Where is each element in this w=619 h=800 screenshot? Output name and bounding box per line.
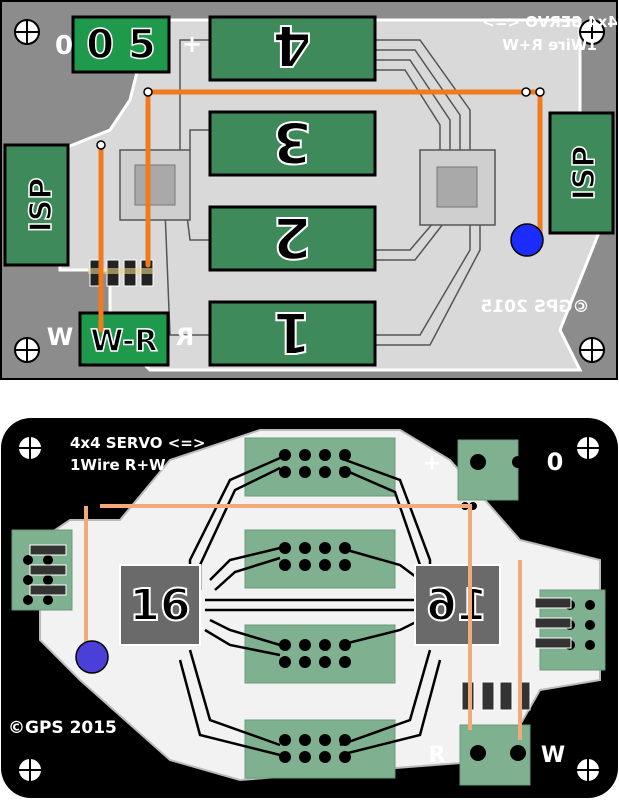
top-pad-wr: W-R bbox=[78, 311, 170, 367]
pad-05-label: 0 5 bbox=[86, 22, 156, 68]
top-title-line2: 1Wire R+W bbox=[502, 36, 598, 54]
bottom-pad-plus-label: + bbox=[423, 451, 441, 476]
bottom-pad-0-label: 0 bbox=[547, 448, 564, 476]
bottom-chip-right: 16 bbox=[414, 564, 501, 646]
bottom-wires bbox=[84, 504, 522, 740]
top-connector-4: 4 bbox=[208, 11, 377, 82]
bottom-led-dot bbox=[75, 640, 109, 674]
bottom-traces bbox=[178, 456, 442, 757]
top-copyright-mirrored: ©GPS 2015 bbox=[481, 297, 590, 317]
bottom-header-pins bbox=[23, 449, 595, 763]
bottom-mount-holes bbox=[17, 435, 601, 783]
top-isp-right: ISP bbox=[548, 111, 615, 235]
top-mount-holes bbox=[14, 19, 605, 363]
isp-right-label: ISP bbox=[567, 146, 602, 201]
bottom-pad-w-label: W bbox=[541, 743, 565, 768]
bottom-pad-r-label: R bbox=[429, 743, 446, 768]
connector-3-label: 3 bbox=[273, 109, 312, 174]
top-isp-left: ISP bbox=[3, 143, 70, 267]
top-board: 4 3 2 1 ISP ISP 0 5 0 + bbox=[0, 0, 618, 380]
top-title-mirrored: 4x4 SERVO <=> 1Wire R+W bbox=[482, 13, 617, 54]
top-chip-left bbox=[119, 149, 191, 221]
connector-1-label: 1 bbox=[273, 299, 312, 364]
top-pad-r-label: R bbox=[176, 323, 194, 351]
bottom-copyright: ©GPS 2015 bbox=[8, 718, 117, 738]
bottom-title-line1: 4x4 SERVO <=> bbox=[70, 434, 205, 452]
top-copyright: ©GPS 2015 bbox=[481, 297, 590, 317]
bottom-board: 16 16 bbox=[1, 418, 618, 798]
pad-left-0-label: 0 bbox=[55, 31, 73, 61]
bottom-chip-left: 16 bbox=[119, 564, 201, 646]
pad-plus-label: + bbox=[182, 30, 202, 58]
top-connector-3: 3 bbox=[208, 108, 377, 177]
top-pad-05: 0 5 bbox=[71, 15, 171, 74]
chip-left-label: 16 bbox=[129, 580, 190, 631]
top-title-line1: 4x4 SERVO <=> bbox=[482, 13, 617, 31]
top-connector-2: 2 bbox=[208, 203, 377, 272]
bottom-silk-area bbox=[39, 429, 601, 782]
chip-right-label: 16 bbox=[426, 580, 487, 631]
connector-2-label: 2 bbox=[273, 204, 312, 269]
top-led-dot bbox=[510, 223, 544, 257]
bottom-title-line2: 1Wire R+W bbox=[70, 456, 166, 474]
isp-left-label: ISP bbox=[24, 178, 59, 233]
top-wires bbox=[98, 89, 543, 333]
top-wire-ends bbox=[96, 87, 545, 150]
top-chip-right bbox=[419, 149, 496, 226]
top-connector-1: 1 bbox=[208, 298, 377, 367]
connector-4-label: 4 bbox=[273, 12, 312, 77]
top-pad-w-label: W bbox=[47, 323, 73, 351]
